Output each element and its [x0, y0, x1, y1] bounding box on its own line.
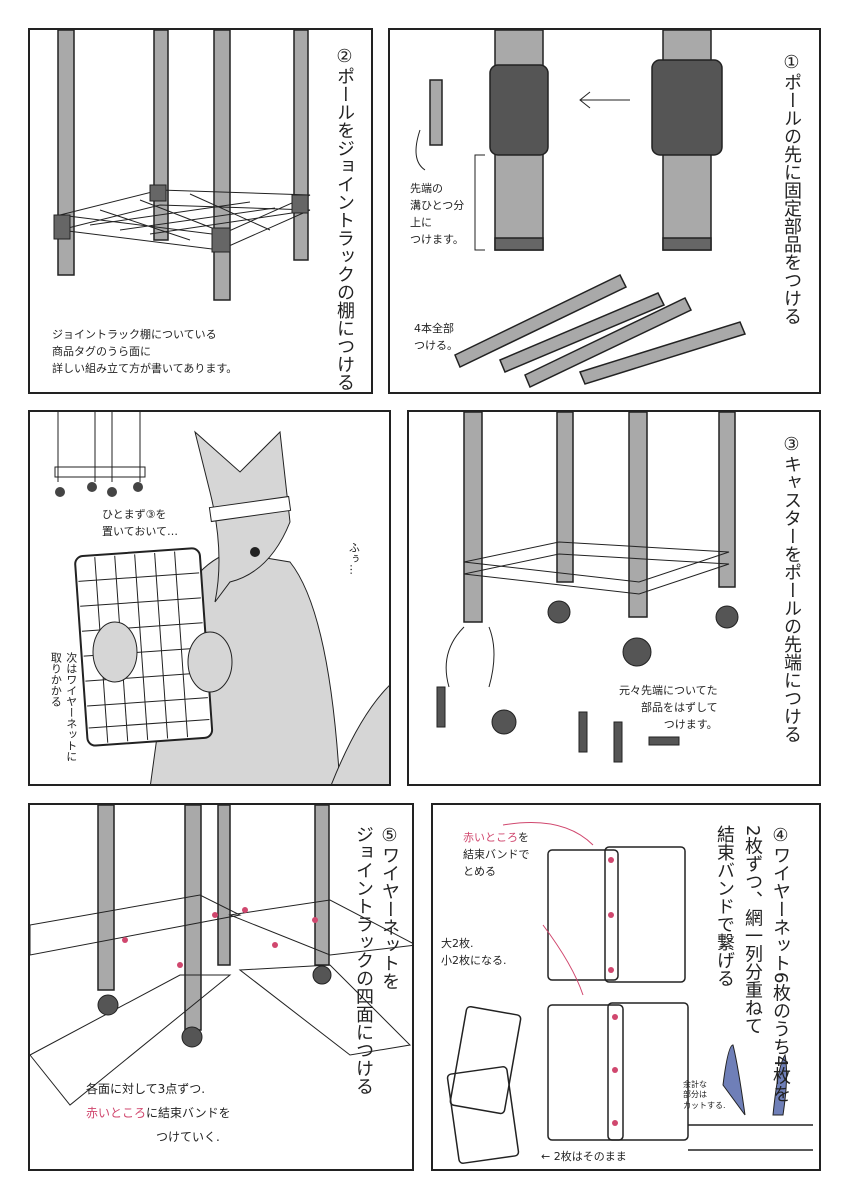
rack-with-poles-illustration [53, 30, 311, 301]
step4-note-red: 赤いところを 結束バンドで とめる [463, 829, 530, 880]
note-line: ジョイントラック棚についている [52, 328, 217, 341]
step4-note-cut: 余計な 部分は カットする. [683, 1080, 726, 1111]
title-line: ⑤ワイヤーネットを [379, 825, 400, 990]
panel-step3: ③キャスターをポールの先端につける 元々先端についてた 部品をはずして つけます… [407, 410, 821, 786]
note-text: に結束バンドを [146, 1106, 231, 1120]
title-line: 結束バンドで繋げる [714, 825, 735, 987]
note-line: 余計な [683, 1080, 707, 1089]
interlude-note-next: 次はワイヤーネットに 取りかかる [48, 652, 79, 762]
note-line: 取りかかる [49, 652, 63, 707]
title-line: ④ワイヤーネット6枚のうち4枚を [770, 825, 791, 1103]
step5-note: 各面に対して3点ずつ. 赤いところに結束バンドを つけていく. [86, 1077, 231, 1149]
step1-note-all: 4本全部 つける。 [414, 320, 458, 354]
panel-step5: ⑤ワイヤーネットを ジョイントラックの四面につける 各面に対して3点ずつ. 赤い… [28, 803, 414, 1171]
interlude-note-set-aside: ひとまず③を 置いておいて… [102, 506, 178, 540]
panel-interlude: ひとまず③を 置いておいて… ふぅ… 次はワイヤーネットに 取りかかる [28, 410, 391, 786]
sigh-sound: ふぅ… [347, 542, 361, 575]
step2-note: ジョイントラック棚についている 商品タグのうら面に 詳しい組み立て方が書いてあり… [52, 326, 237, 377]
note-line: ひとまず③を [102, 508, 167, 521]
note-line: 次はワイヤーネットに [64, 652, 78, 762]
red-highlight-text: 赤いところ [86, 1106, 147, 1120]
note-text: を [518, 831, 529, 844]
panel-step4: ④ワイヤーネット6枚のうち4枚を 2枚ずつ、網一列分重ねて 結束バンドで繋げる … [431, 803, 821, 1171]
note-line: とめる [463, 865, 496, 879]
joined-wire-nets-illustration [446, 822, 813, 1164]
note-line: 大2枚. [441, 937, 474, 950]
note-line: つけます。 [410, 233, 464, 247]
step4-note-leave: ← 2枚はそのまま [541, 1150, 627, 1163]
title-line: 2枚ずつ、網一列分重ねて [742, 825, 763, 1035]
note-line: 商品タグのうら面に [52, 345, 151, 359]
note-line: 結束バンドで [463, 848, 530, 862]
step3-note: 元々先端についてた 部品をはずして つけます。 [619, 682, 718, 733]
caster-attachment-illustration [436, 412, 739, 763]
step3-title: ③キャスターをポールの先端につける [781, 434, 802, 743]
step4-note-size: 大2枚. 小2枚になる. [441, 935, 507, 969]
note-line: 元々先端についてた [619, 684, 718, 697]
note-line: 上に [410, 216, 432, 230]
step1-note-groove: 先端の 溝ひとつ分 上に つけます。 [410, 180, 464, 248]
step4-title: ④ワイヤーネット6枚のうち4枚を 2枚ずつ、網一列分重ねて 結束バンドで繋げる [714, 825, 791, 1103]
note-line: 小2枚になる. [441, 954, 507, 968]
note-line: つける。 [414, 339, 458, 353]
note-line: 各面に対して3点ずつ. [86, 1082, 206, 1096]
pole-fitting-illustration [415, 30, 747, 389]
note-line: 先端の [410, 182, 443, 195]
panel-step1: ①ポールの先に固定部品をつける 先端の 溝ひとつ分 上に つけます。 4本全部 … [388, 28, 821, 394]
note-line: つけていく. [156, 1130, 220, 1144]
note-line: 部分は [683, 1090, 707, 1100]
step5-title: ⑤ワイヤーネットを ジョイントラックの四面につける [353, 825, 400, 1095]
panel-step2: ②ポールをジョイントラックの棚につける ジョイントラック棚についている 商品タグ… [28, 28, 373, 394]
note-line: つけます。 [663, 718, 718, 732]
note-line: カットする. [683, 1100, 726, 1110]
note-line: 赤いところに結束バンドを [86, 1101, 231, 1125]
note-line: 赤いところを [463, 829, 530, 846]
step2-title: ②ポールをジョイントラックの棚につける [334, 46, 355, 391]
note-line: 部品をはずして [641, 701, 718, 715]
note-line: 溝ひとつ分 [410, 199, 465, 213]
note-line: 4本全部 [414, 322, 454, 335]
fox-holding-wire-net-illustration [54, 412, 389, 784]
note-line: 置いておいて… [102, 525, 179, 539]
rack-with-wire-nets-illustration [30, 805, 412, 1106]
red-highlight-text: 赤いところ [463, 831, 518, 844]
note-line: 詳しい組み立て方が書いてあります。 [52, 362, 238, 376]
title-line: ジョイントラックの四面につける [353, 825, 374, 1095]
step1-title: ①ポールの先に固定部品をつける [781, 52, 802, 325]
